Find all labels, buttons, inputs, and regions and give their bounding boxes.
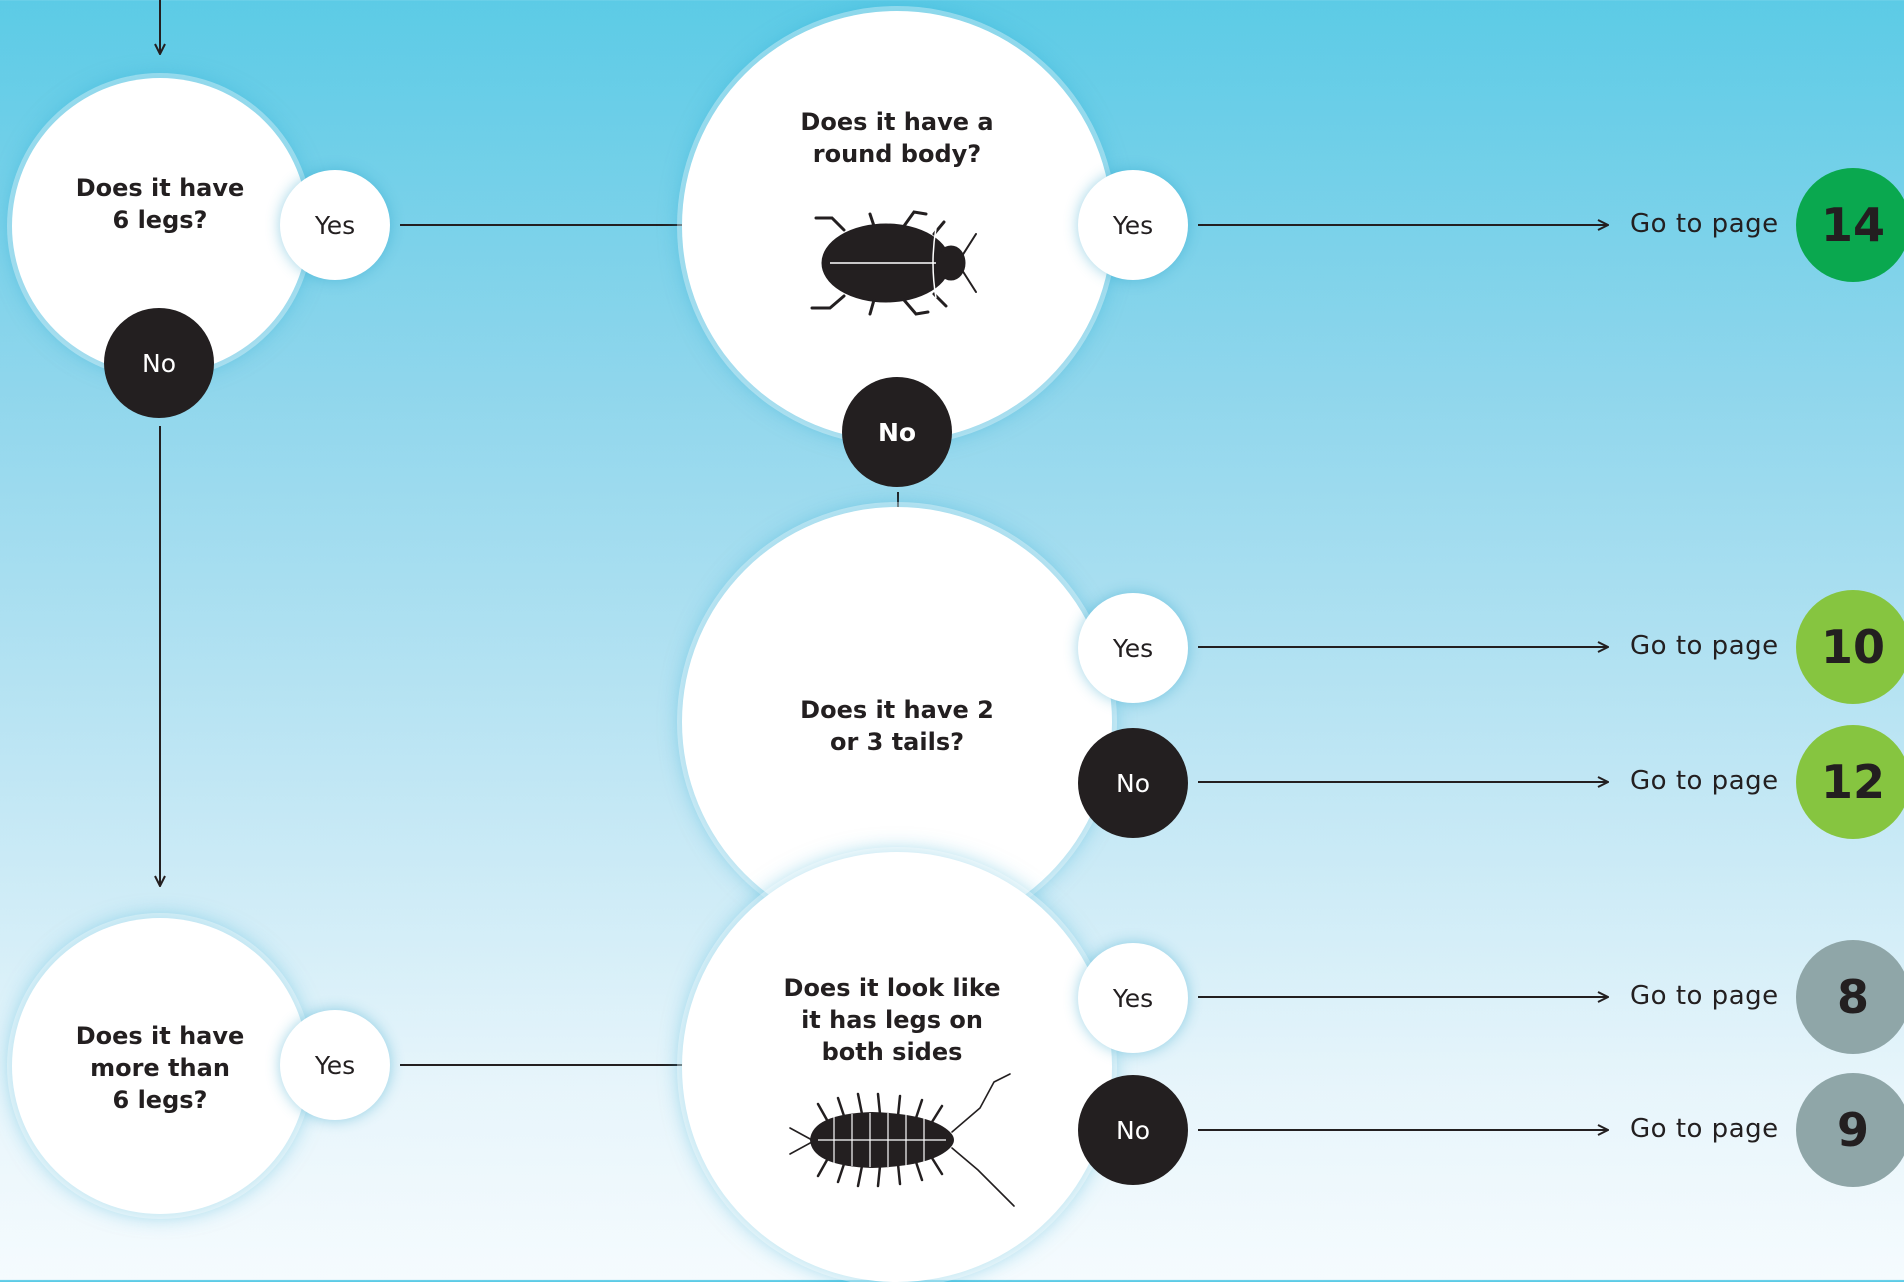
- question-more-legs-text: Does it have more than 6 legs?: [75, 1022, 245, 1114]
- go-to-page-label-12: Go to page: [1630, 766, 1779, 796]
- question-legs-sides-text: Does it look like it has legs on both si…: [783, 974, 1001, 1066]
- question-six-legs-text: Does it have 6 legs?: [75, 174, 245, 234]
- beetle-icon: [810, 210, 977, 316]
- six-legs-no-chip[interactable]: No: [104, 308, 214, 418]
- question-legs-sides-bubble: [682, 852, 1112, 1282]
- go-to-page-label-8: Go to page: [1630, 981, 1779, 1011]
- go-to-page-label-14: Go to page: [1630, 209, 1779, 239]
- slater-icon: [789, 1073, 1015, 1207]
- page-badge-8[interactable]: 8: [1796, 940, 1904, 1054]
- page-badge-14[interactable]: 14: [1796, 168, 1904, 282]
- round-body-yes-chip[interactable]: Yes: [1078, 170, 1188, 280]
- more-legs-yes-chip[interactable]: Yes: [280, 1010, 390, 1120]
- page-badge-10[interactable]: 10: [1796, 590, 1904, 704]
- go-to-page-label-9: Go to page: [1630, 1114, 1779, 1144]
- six-legs-yes-chip[interactable]: Yes: [280, 170, 390, 280]
- page-badge-9[interactable]: 9: [1796, 1073, 1904, 1187]
- question-tails-text: Does it have 2 or 3 tails?: [800, 696, 994, 756]
- question-more-legs-bubble: [12, 918, 308, 1214]
- go-to-page-label-10: Go to page: [1630, 631, 1779, 661]
- tails-no-chip[interactable]: No: [1078, 728, 1188, 838]
- round-body-no-chip[interactable]: No: [842, 377, 952, 487]
- legs-sides-no-chip[interactable]: No: [1078, 1075, 1188, 1185]
- legs-sides-yes-chip[interactable]: Yes: [1078, 943, 1188, 1053]
- page-badge-12[interactable]: 12: [1796, 725, 1904, 839]
- tails-yes-chip[interactable]: Yes: [1078, 593, 1188, 703]
- question-round-body-text: Does it have a round body?: [800, 108, 994, 168]
